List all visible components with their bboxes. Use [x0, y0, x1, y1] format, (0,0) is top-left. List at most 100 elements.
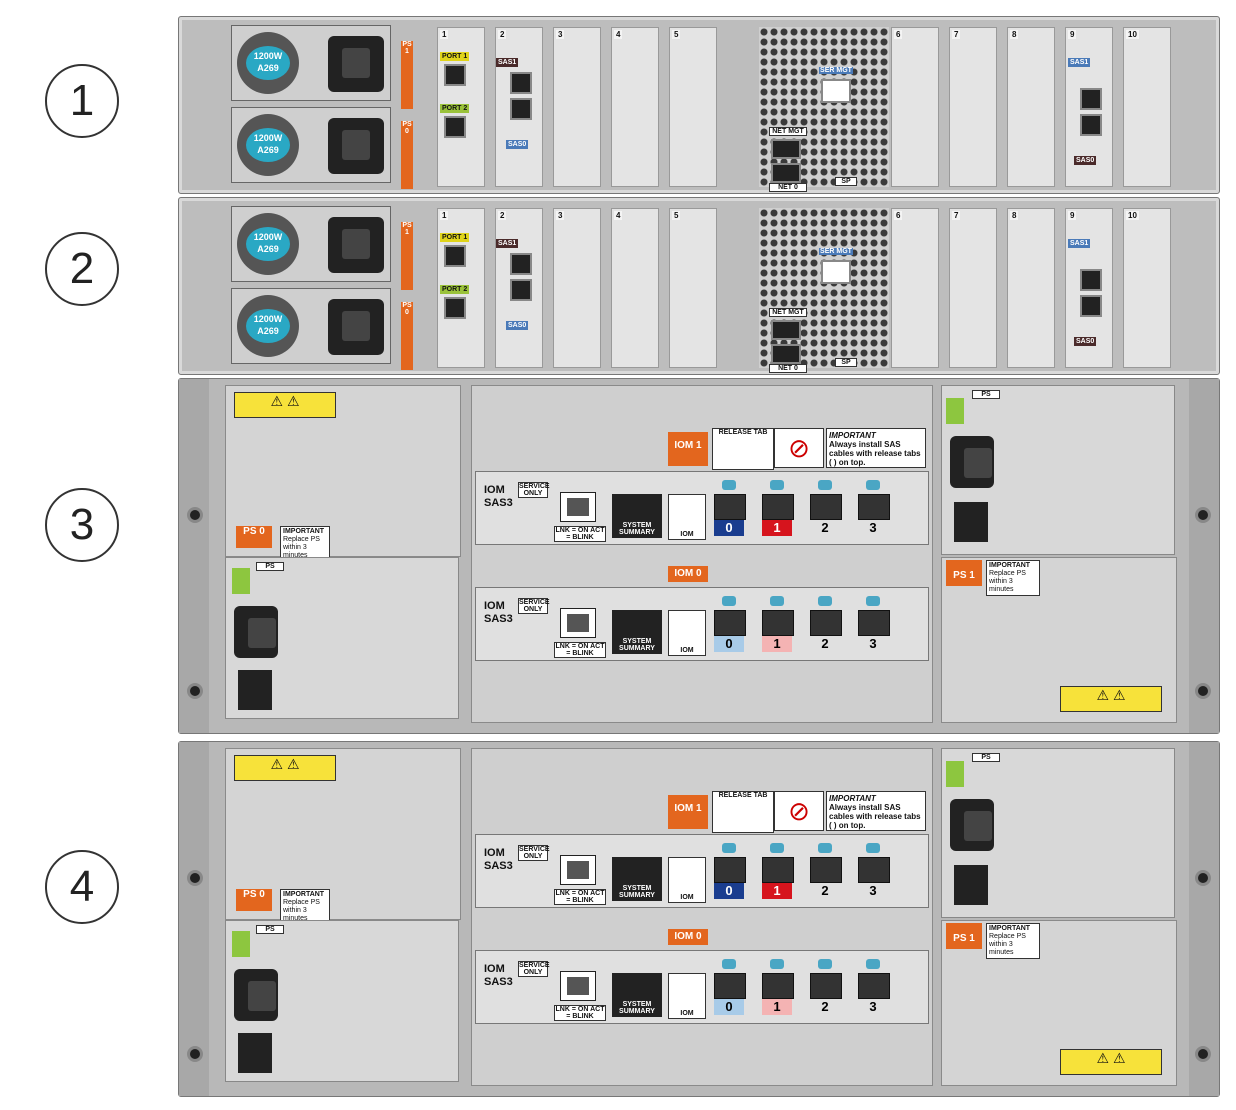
net0-label: NET 0 — [769, 183, 807, 192]
slot-number: 7 — [952, 211, 961, 220]
sas1-label: SAS1 — [1068, 58, 1091, 67]
slot-number: 9 — [1068, 30, 1077, 39]
slot-number: 3 — [556, 211, 565, 220]
pcie-slot-5: 5 — [669, 208, 717, 368]
pcie-slot-4: 4 — [611, 27, 659, 187]
iom0-tag: IOM 0 — [668, 566, 708, 582]
psu-left: PS — [225, 557, 459, 719]
sas-port — [1080, 295, 1102, 317]
sas-port-2[interactable]: 2 — [810, 959, 848, 1019]
pcie-slot-3: 3 — [553, 208, 601, 368]
ac-inlet — [328, 36, 384, 92]
release-tab-icon — [866, 480, 880, 490]
pcie-slot-10: 10 — [1123, 208, 1171, 368]
right-rail — [1189, 379, 1219, 733]
slot-number: 5 — [672, 211, 681, 220]
sas1-label: SAS1 — [496, 239, 519, 248]
pcie-slot-3: 3 — [553, 27, 601, 187]
slot-number: 3 — [556, 30, 565, 39]
power-switch[interactable] — [954, 502, 988, 542]
screw — [1195, 683, 1211, 699]
callout-1: 1 — [45, 64, 119, 138]
slot-number: 5 — [672, 30, 681, 39]
sas-port-3[interactable]: 3 — [858, 480, 896, 540]
power-switch[interactable] — [238, 670, 272, 710]
release-tab-icon — [818, 843, 832, 853]
psu-left: PS — [225, 920, 459, 1082]
sas-port-1[interactable]: 1 — [762, 596, 800, 656]
sas-port-3[interactable]: 3 — [858, 843, 896, 903]
sas0-label: SAS0 — [1074, 337, 1097, 346]
ser-mgt-port — [821, 260, 851, 284]
release-tab-icon — [770, 843, 784, 853]
screw — [187, 507, 203, 523]
mgmt-port — [560, 492, 596, 522]
release-latch[interactable] — [946, 398, 964, 424]
release-latch[interactable] — [232, 931, 250, 957]
power-switch[interactable] — [238, 1033, 272, 1073]
slot-number: 10 — [1126, 211, 1139, 220]
warning-labels: ⚠ ⚠ — [1060, 686, 1162, 712]
sas-port-0[interactable]: 0 — [714, 843, 752, 903]
net0-label: NET 0 — [769, 364, 807, 373]
pcie-slot-9: 9 SAS1 SAS0 — [1065, 208, 1113, 368]
net-mgt-port — [771, 139, 801, 159]
iom1-tag: IOM 1 — [668, 795, 708, 829]
callout-3: 3 — [45, 488, 119, 562]
ps1-tag: PS 1 — [946, 560, 982, 586]
release-tab-icon — [866, 596, 880, 606]
screw — [1195, 870, 1211, 886]
ser-mgt-label: SER MGT — [819, 248, 853, 255]
ser-mgt-port — [821, 79, 851, 103]
screw — [187, 683, 203, 699]
sas-port — [1080, 114, 1102, 136]
callout-2: 2 — [45, 232, 119, 306]
slot-number: 2 — [498, 211, 507, 220]
service-only-label: SERVICE ONLY — [518, 482, 550, 498]
mgmt-port — [560, 855, 596, 885]
sas-port-0[interactable]: 0 — [714, 480, 752, 540]
network-port — [444, 245, 466, 267]
ps0-tag: PS 0 — [401, 121, 413, 189]
sas-port-2[interactable]: 2 — [810, 596, 848, 656]
power-switch[interactable] — [954, 865, 988, 905]
sas-port-2[interactable]: 2 — [810, 480, 848, 540]
sas-port-1[interactable]: 1 — [762, 480, 800, 540]
slot-number: 10 — [1126, 30, 1139, 39]
mgmt-port — [560, 608, 596, 638]
pcie-slot-10: 10 — [1123, 27, 1171, 187]
ps1-tag: PS 1 — [946, 923, 982, 949]
sas-port-3[interactable]: 3 — [858, 959, 896, 1019]
callout-4: 4 — [45, 850, 119, 924]
release-tab-icon — [818, 596, 832, 606]
iom-status: IOM — [668, 857, 706, 903]
ac-inlet — [328, 299, 384, 355]
sas-port-0[interactable]: 0 — [714, 959, 752, 1019]
release-latch[interactable] — [232, 568, 250, 594]
sas-port-3[interactable]: 3 — [858, 596, 896, 656]
sas-port-0[interactable]: 0 — [714, 596, 752, 656]
ac-inlet — [950, 799, 994, 851]
service-only-label: SERVICE ONLY — [518, 845, 550, 861]
sas-port-1[interactable]: 1 — [762, 843, 800, 903]
slot-number: 8 — [1010, 211, 1019, 220]
ac-inlet — [234, 969, 278, 1021]
ps1-tag: PS 1 — [401, 222, 413, 290]
release-latch[interactable] — [946, 761, 964, 787]
sas-port-1[interactable]: 1 — [762, 959, 800, 1019]
ps-label: PS — [972, 390, 1000, 399]
pcie-slot-4: 4 — [611, 208, 659, 368]
release-tab-icon — [722, 843, 736, 853]
sas-port — [1080, 88, 1102, 110]
ac-inlet — [950, 436, 994, 488]
system-summary: SYSTEM SUMMARY — [612, 610, 662, 654]
sas-port-2[interactable]: 2 — [810, 843, 848, 903]
